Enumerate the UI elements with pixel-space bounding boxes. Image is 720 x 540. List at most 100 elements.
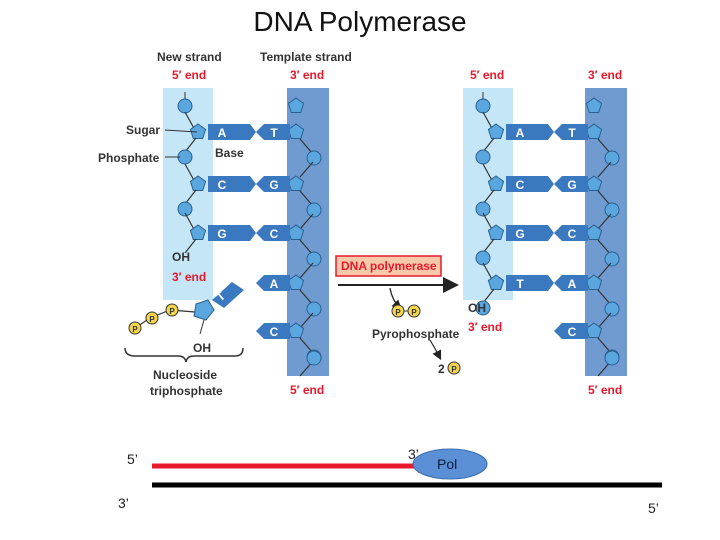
phosphate-1-label: P <box>132 325 138 334</box>
right-tmpl-bond-2 <box>597 262 612 279</box>
right-tmpl-base-0 <box>554 124 588 140</box>
schematic-5prime-left: 5’ <box>127 451 138 467</box>
dna-polymerase-box <box>335 255 442 277</box>
two-pi-label: 2 <box>438 362 445 376</box>
phosphate-label: Phosphate <box>98 151 160 165</box>
new-strand-label: New strand <box>157 50 222 64</box>
pyrophosphate-label: Pyrophosphate <box>372 327 460 341</box>
phosphate-3-label: P <box>169 307 175 316</box>
left-tmpl-bond-0 <box>299 161 314 178</box>
right-tmpl-bond-1 <box>597 213 612 230</box>
left-tmpl-base-1 <box>256 176 290 192</box>
left-tmpl-base-0 <box>256 124 290 140</box>
new-strand-band-right <box>463 88 513 300</box>
dna-polymerase-label: DNA polymerase <box>341 259 437 273</box>
left-tmpl-phosphate-1-icon <box>306 202 322 218</box>
free-p-label: P <box>451 365 457 374</box>
left-new-base-label-2: G <box>217 227 226 241</box>
left-new-3end: 3′ end <box>172 270 207 284</box>
right-new-phosphate-0-icon <box>475 149 491 165</box>
right-new-phosphate-top-icon <box>475 98 491 114</box>
left-tmpl-bond-1 <box>299 213 314 230</box>
right-tmpl-phosphate-2-icon <box>604 251 620 267</box>
right-new-link-2 <box>482 238 495 254</box>
left-new-sugar-0-icon <box>189 123 207 139</box>
schematic-3prime-left: 3’ <box>118 495 129 511</box>
right-new-base-0 <box>506 124 554 140</box>
sugar-label: Sugar <box>126 123 161 137</box>
right-new-base-1 <box>506 176 554 192</box>
right-tmpl-sugar-top-icon <box>585 97 603 113</box>
right-new-base-2 <box>506 225 554 241</box>
left-new-base-label-1: C <box>218 178 227 192</box>
right-tmpl-base-label-3: A <box>568 277 577 291</box>
schematic-3prime-mid: 3’ <box>408 446 419 462</box>
right-new-sugar-3-icon <box>487 274 505 290</box>
phosphate-2-label: P <box>149 315 155 324</box>
left-tmpl-base-label-4: C <box>270 325 279 339</box>
left-oh2-label: OH <box>193 341 211 355</box>
right-new-phosphate-2-icon <box>475 250 491 266</box>
right-new-base-3 <box>506 275 554 291</box>
right-tmpl-base-label-2: C <box>568 227 577 241</box>
pyro-p1-label: P <box>395 308 401 317</box>
right-new-phosphate-1-icon <box>475 201 491 217</box>
left-new-sugar-2-icon <box>189 224 207 240</box>
right-new-base-label-0: A <box>516 126 525 140</box>
right-new-link-1 <box>482 189 495 205</box>
left-tmpl-base-2 <box>256 225 290 241</box>
right-new-sugar-2-icon <box>487 224 505 240</box>
right-tmpl-base-2 <box>554 225 588 241</box>
right-new-base-label-2: G <box>515 227 524 241</box>
left-new-link-2 <box>184 238 197 254</box>
right-backbones <box>475 92 620 377</box>
right-template-5end: 5′ end <box>588 383 623 397</box>
free-phosphate-icon <box>447 361 461 375</box>
incoming-base-block <box>212 282 244 308</box>
nucleoside-label-2: triphosphate <box>150 384 223 398</box>
left-new-phosphate-1-icon <box>177 201 193 217</box>
left-tmpl-base-label-1: G <box>269 178 278 192</box>
right-tmpl-base-label-0: T <box>568 126 576 140</box>
left-new-link-1 <box>184 189 197 205</box>
right-new-link-3 <box>482 288 495 304</box>
template-strand-label: Template strand <box>260 50 352 64</box>
left-tmpl-base-3 <box>256 275 290 291</box>
right-tmpl-bond-0 <box>597 161 612 178</box>
right-template-3end: 3′ end <box>588 68 623 82</box>
left-new-base-label-0: A <box>218 126 227 140</box>
right-tmpl-phosphate-1-icon <box>604 202 620 218</box>
pol-enzyme <box>412 448 488 480</box>
right-oh-label: OH <box>468 301 486 315</box>
left-tmpl-bond-2 <box>299 262 314 279</box>
new-strand-band-left <box>163 88 213 300</box>
phosphate-3-icon <box>165 303 179 317</box>
page-title: DNA Polymerase <box>253 6 467 37</box>
left-template-5end: 5′ end <box>290 383 325 397</box>
right-new-5end: 5′ end <box>470 68 505 82</box>
left-new-phosphate-top-icon <box>177 98 193 114</box>
left-new-base-0 <box>208 124 256 140</box>
phosphate-2-icon <box>145 311 159 325</box>
left-oh-label: OH <box>172 250 190 264</box>
left-tmpl-base-4 <box>256 323 290 339</box>
left-tmpl-base-label-3: A <box>270 277 279 291</box>
right-tmpl-base-4 <box>554 323 588 339</box>
right-tmpl-base-label-4: C <box>568 325 577 339</box>
right-tmpl-base-3 <box>554 275 588 291</box>
right-tmpl-phosphate-bottom-icon <box>604 350 620 366</box>
left-template-3end: 3′ end <box>290 68 325 82</box>
left-tmpl-base-label-2: C <box>270 227 279 241</box>
incoming-sugar-icon <box>193 299 215 321</box>
left-tmpl-phosphate-2-icon <box>306 251 322 267</box>
pyrophosphate-group: P P P <box>391 304 461 375</box>
right-tmpl-bond-3 <box>597 312 612 329</box>
left-tmpl-sugar-top-icon <box>287 97 305 113</box>
left-tmpl-phosphate-0-icon <box>306 150 322 166</box>
phosphate-1-icon <box>128 321 142 335</box>
left-new-5end: 5′ end <box>172 68 207 82</box>
right-new-3end: 3′ end <box>468 320 503 334</box>
right-tmpl-base-label-1: G <box>567 178 576 192</box>
